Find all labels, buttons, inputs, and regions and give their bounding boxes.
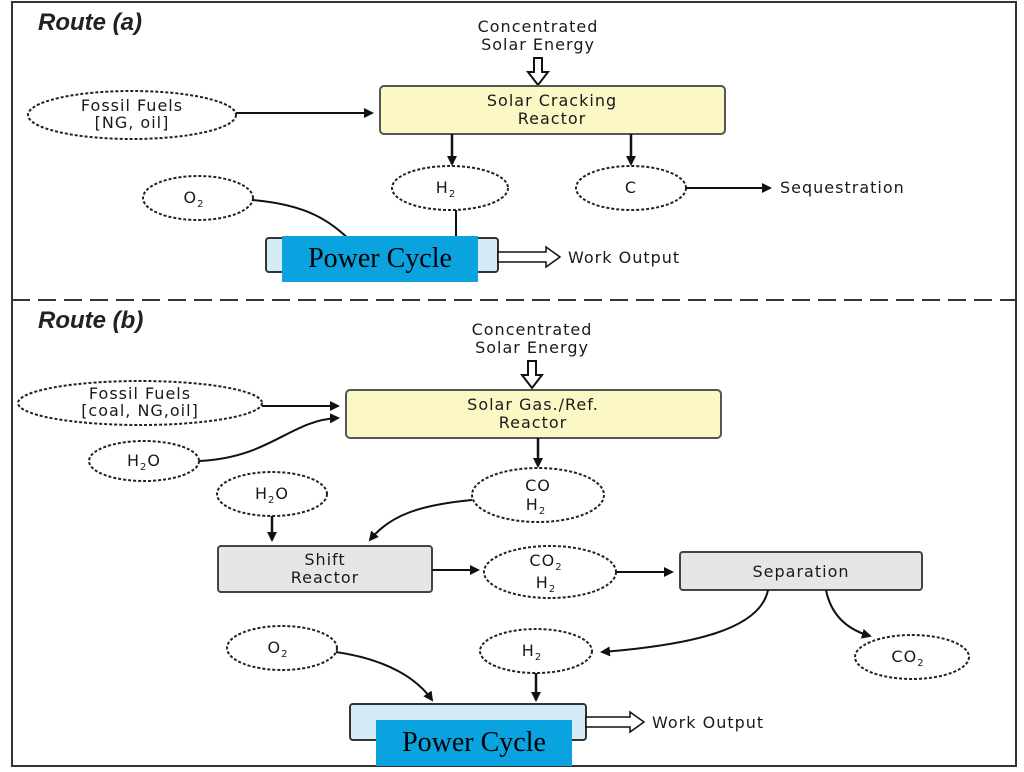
route-b-h2o-shift-label: H2O bbox=[255, 484, 289, 506]
route-a-solar-cracking-reactor bbox=[379, 85, 726, 135]
route-a-o2-node bbox=[142, 175, 254, 221]
route-a-title: Route (a) bbox=[38, 9, 142, 36]
route-b-co2-label: CO2 bbox=[529, 551, 562, 573]
route-b-solar-gasification-reactor bbox=[345, 389, 722, 439]
route-b-co2-out-node bbox=[854, 634, 970, 680]
route-b-solar-label-1: Concentrated bbox=[472, 320, 593, 339]
route-b-syngas-to-shift-arrow bbox=[368, 499, 473, 542]
route-a-reactor-label-2: Reactor bbox=[518, 109, 586, 128]
route-b-h2-label: H2 bbox=[522, 641, 542, 663]
route-a-fossil-fuels-node bbox=[27, 90, 237, 140]
route-b-separation-to-co2-arrow bbox=[825, 589, 872, 639]
route-b-syngas-h2-label: H2 bbox=[526, 495, 546, 517]
route-b-solar-arrow-icon bbox=[519, 360, 545, 390]
route-b-co-label: CO bbox=[525, 476, 551, 495]
route-b-separation-label: Separation bbox=[753, 562, 850, 581]
route-a-fossil-label-2: [NG, oil] bbox=[95, 113, 170, 132]
route-a-work-arrow-icon bbox=[497, 245, 562, 269]
route-a-o2-connector bbox=[251, 199, 351, 241]
route-b-co2-out-label: CO2 bbox=[891, 647, 924, 669]
route-a-fossil-label-1: Fossil Fuels bbox=[81, 96, 183, 115]
route-b-fossil-label-2: [coal, NG,oil] bbox=[81, 401, 199, 420]
route-b-reactor-label-2: Reactor bbox=[499, 413, 567, 432]
route-a-h2-label: H2 bbox=[436, 178, 456, 200]
route-b-shift-label-2: Reactor bbox=[291, 568, 359, 587]
route-a-carbon-label: C bbox=[625, 178, 637, 197]
route-a-solar-label-1: Concentrated bbox=[478, 17, 599, 36]
route-a-reactor-label-1: Solar Cracking bbox=[487, 91, 617, 110]
route-b-reactor-label-1: Solar Gas./Ref. bbox=[467, 395, 599, 414]
route-b-power-cycle-overlay: Power Cycle bbox=[376, 720, 572, 766]
route-b-h2-node bbox=[479, 628, 593, 674]
route-b-separation-to-h2-arrow bbox=[600, 589, 769, 657]
route-b-o2-label: O2 bbox=[268, 638, 289, 660]
route-b-fossil-label-1: Fossil Fuels bbox=[89, 384, 191, 403]
figure-frame bbox=[11, 1, 1017, 767]
route-b-h2o-shift-node bbox=[216, 471, 328, 517]
route-b-o2-node bbox=[226, 625, 338, 671]
route-a-solar-label-2: Solar Energy bbox=[481, 35, 595, 54]
route-a-h2-node bbox=[391, 165, 509, 211]
route-b-shift-label-1: Shift bbox=[304, 550, 345, 569]
route-b-o2-to-power-arrow bbox=[335, 651, 434, 702]
route-a-sequestration-label: Sequestration bbox=[780, 178, 905, 197]
route-b-syngas-node bbox=[471, 467, 605, 523]
route-a-work-output-label: Work Output bbox=[568, 248, 680, 267]
route-b-h2o-feed-arrow bbox=[198, 413, 340, 462]
route-b-separation-box bbox=[679, 551, 923, 591]
route-b-solar-label-2: Solar Energy bbox=[475, 338, 589, 357]
route-a-solar-arrow-icon bbox=[525, 57, 551, 87]
route-b-work-output-label: Work Output bbox=[652, 713, 764, 732]
route-b-fossil-fuels-node bbox=[17, 380, 263, 426]
route-b-co2-h2-label: H2 bbox=[536, 573, 556, 595]
route-a-power-cycle-overlay: Power Cycle bbox=[282, 236, 478, 282]
route-b-h2o-feed-label: H2O bbox=[127, 451, 161, 473]
route-b-h2o-feed-node bbox=[88, 440, 200, 482]
route-b-work-arrow-icon bbox=[585, 710, 646, 734]
route-a-o2-label: O2 bbox=[184, 188, 205, 210]
route-b-title: Route (b) bbox=[38, 307, 143, 334]
